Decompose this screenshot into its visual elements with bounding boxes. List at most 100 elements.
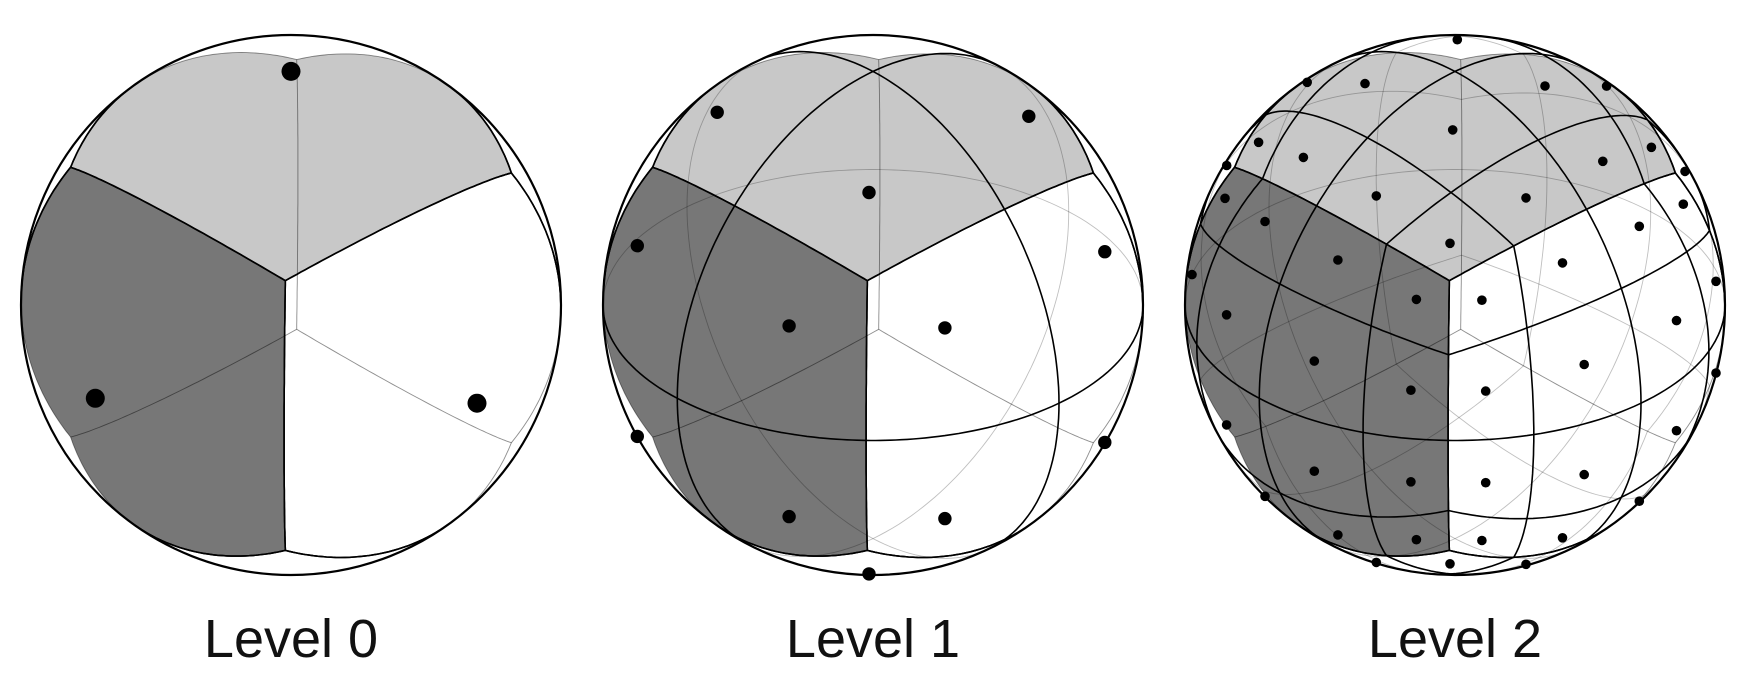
grid-line [865, 280, 869, 551]
grid-line [296, 59, 299, 330]
grid-line [1326, 403, 1594, 557]
grid-line [1341, 50, 1588, 210]
grid-line [1234, 328, 1461, 438]
sample-point [1598, 156, 1608, 167]
grid-line [1213, 90, 1462, 184]
sample-point [1557, 258, 1568, 268]
sample-point [1540, 81, 1550, 91]
sample-point [1333, 530, 1343, 540]
sample-point [1411, 294, 1422, 305]
grid-lines-front [602, 50, 1144, 559]
sphere-outline [1183, 33, 1727, 577]
grid-line [1184, 306, 1449, 442]
sample-point [1452, 34, 1463, 45]
sample-point [782, 509, 796, 524]
grid-line [1200, 254, 1462, 380]
shaded-face [70, 52, 512, 281]
grid-line [1200, 145, 1267, 427]
sample-point [1022, 109, 1036, 124]
grid-line [135, 525, 286, 557]
grid-line [652, 166, 868, 282]
sample-point [1634, 221, 1645, 232]
grid-line [1460, 59, 1463, 330]
grid-line [1643, 183, 1710, 461]
grid-line [1299, 525, 1450, 557]
sample-point [1477, 295, 1487, 306]
sample-point [862, 185, 876, 200]
grid-lines-front [20, 86, 562, 559]
grid-line [1315, 52, 1581, 207]
grid-line [1395, 363, 1645, 500]
caption-level-0: Level 0 [203, 609, 379, 669]
sample-point [1671, 315, 1682, 326]
grid-line [1593, 73, 1652, 405]
sample-point [1671, 425, 1682, 436]
grid-line [1447, 280, 1451, 551]
grid-line [878, 328, 1094, 444]
sphere-diagram-level-1 [601, 33, 1145, 581]
grid-line [1261, 35, 1426, 180]
grid-line [1003, 208, 1060, 541]
grid-line [878, 59, 881, 330]
grid-line [1448, 172, 1676, 282]
grid-line [1362, 244, 1388, 557]
sample-point [1711, 276, 1721, 287]
sample-point [1333, 255, 1343, 265]
grid-line [1460, 59, 1463, 330]
sample-point [281, 61, 301, 81]
grid-line [867, 523, 1032, 559]
sample-point [1098, 245, 1112, 259]
sample-point [1557, 533, 1568, 543]
grid-line [1448, 429, 1695, 520]
grid-line [1199, 223, 1449, 356]
grid-line [296, 59, 299, 330]
panel-level-2: Level 2 [1164, 0, 1746, 684]
sample-point [1221, 310, 1232, 320]
grid-line [283, 280, 287, 551]
sample-point [1253, 137, 1264, 148]
grid-line [733, 52, 999, 207]
grid-line [1375, 52, 1397, 365]
sample-point [1220, 193, 1230, 204]
sample-point [1260, 216, 1270, 227]
caption-level-2: Level 2 [1367, 609, 1543, 669]
grid-line [1512, 245, 1535, 558]
sample-point [1406, 477, 1416, 487]
grid-line [717, 525, 868, 557]
grid-line [1234, 166, 1450, 282]
grid-line [741, 400, 990, 559]
sphere-outline [19, 33, 563, 577]
sample-point [1406, 385, 1416, 396]
sample-point [85, 388, 105, 408]
grid-line [686, 70, 742, 401]
sample-point [467, 393, 487, 413]
grid-line [296, 328, 512, 444]
grid-line [1585, 208, 1642, 541]
sample-point [1445, 238, 1455, 249]
grid-line [652, 328, 879, 438]
grid-line [1448, 229, 1711, 356]
grid-line [1523, 54, 1548, 366]
shaded-face [652, 52, 1094, 281]
grid-line [1323, 400, 1572, 559]
sample-point [1298, 152, 1309, 163]
grid-line [602, 169, 880, 302]
grid-line [1195, 178, 1264, 442]
sample-point [1480, 477, 1491, 488]
sample-point [1579, 469, 1589, 480]
grid-line [1385, 114, 1648, 245]
caption-level-1: Level 1 [785, 609, 961, 669]
grid-line [1216, 431, 1449, 518]
grid-line [878, 328, 1094, 444]
grid-line [744, 403, 1012, 557]
grid-line [70, 328, 297, 438]
grid-line [284, 172, 512, 282]
grid-line [1461, 254, 1710, 387]
grid-line [759, 50, 1006, 210]
sample-point [782, 319, 796, 333]
grid-line [70, 328, 297, 438]
sample-point [1411, 534, 1422, 545]
sample-point [1187, 269, 1197, 280]
sphere-diagram-level-2 [1183, 33, 1727, 577]
panel-level-0: Level 0 [0, 0, 582, 684]
